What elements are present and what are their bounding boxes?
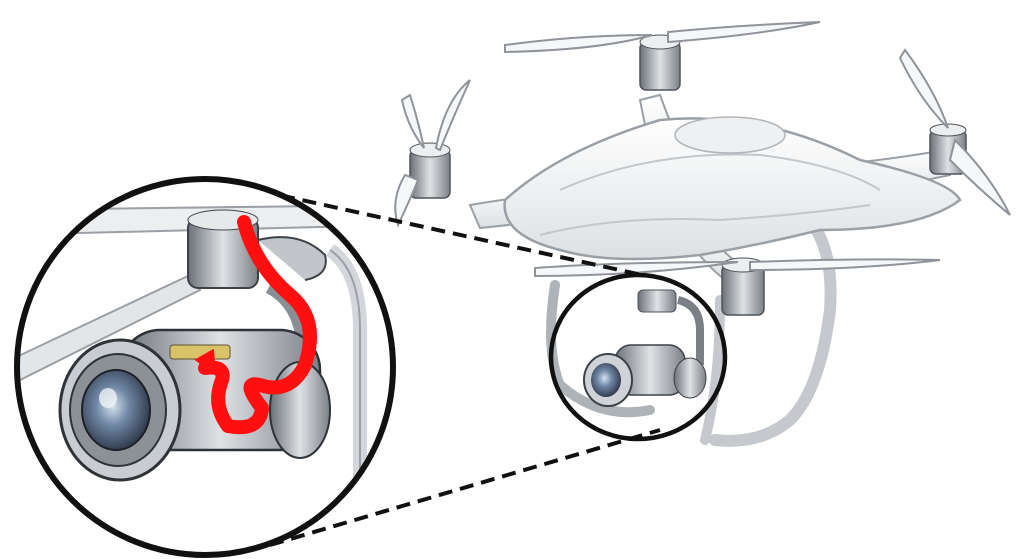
callout-line-bottom <box>269 428 661 547</box>
landing-gear-right <box>709 204 837 447</box>
inset-circle-border <box>14 176 396 558</box>
motor-front-left <box>409 142 451 199</box>
small-focus-circle <box>548 272 728 442</box>
magnified-inset <box>14 176 396 558</box>
landing-gear-left <box>546 280 655 418</box>
callout-line-top <box>237 184 643 277</box>
drone-body <box>503 117 962 261</box>
gimbal-camera-small <box>583 289 707 407</box>
gps-dome <box>674 116 786 154</box>
propellers <box>394 21 1011 278</box>
drone-illustration <box>394 21 1011 447</box>
cable-arrow-head <box>194 348 217 377</box>
motor-back-left <box>639 34 681 91</box>
callout-lines <box>237 184 661 547</box>
red-cable-route <box>194 215 317 435</box>
cable-path <box>198 215 317 435</box>
